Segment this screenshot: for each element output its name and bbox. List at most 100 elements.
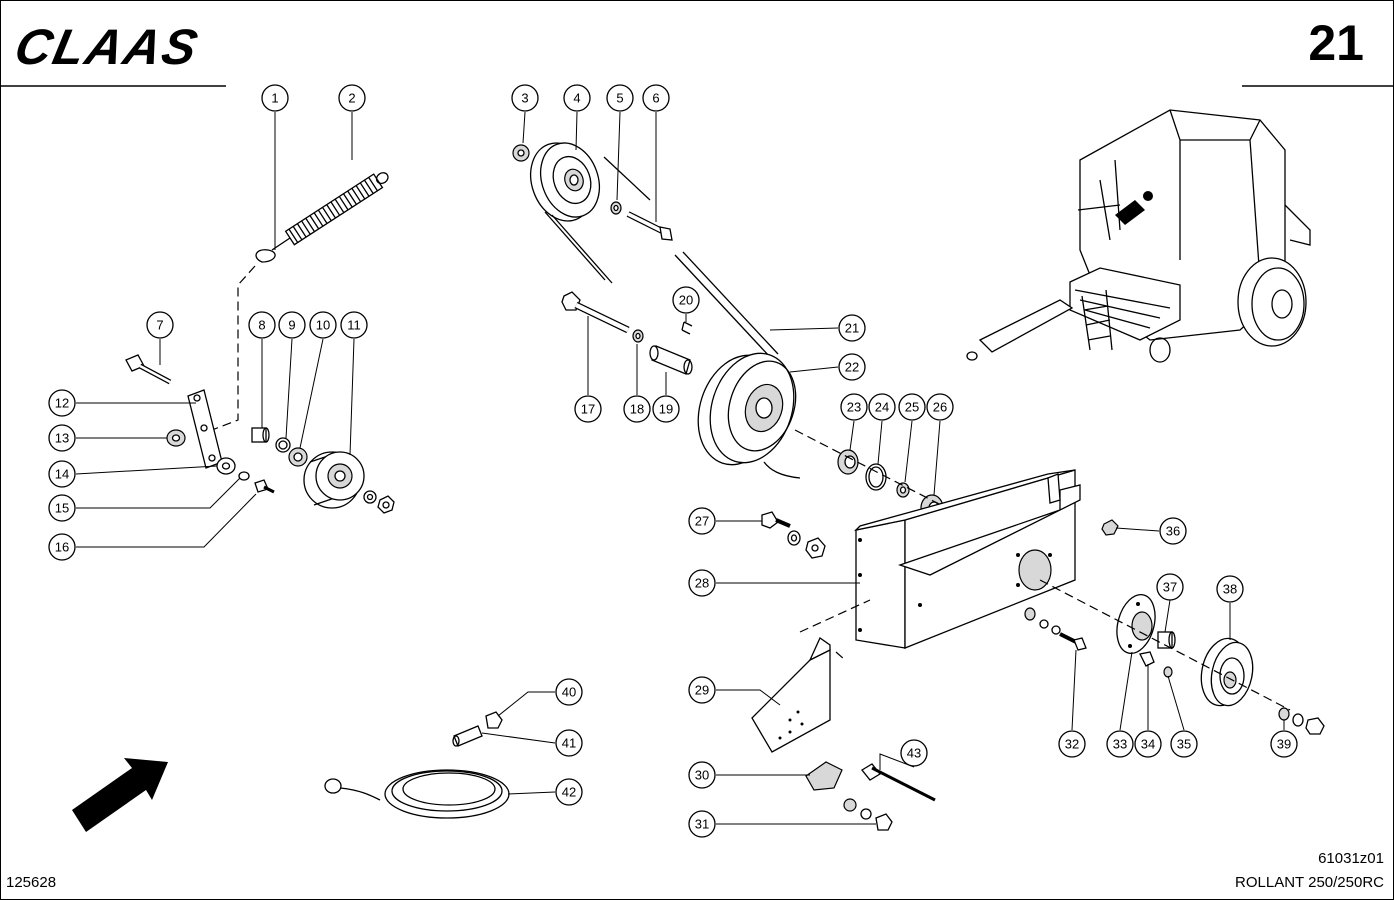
nut-washers-39 xyxy=(1278,707,1325,735)
idler-arm xyxy=(187,389,223,469)
callout-7: 7 xyxy=(146,311,174,339)
idler-bolt xyxy=(125,354,172,385)
flange-33 xyxy=(1116,594,1156,654)
callout-10: 10 xyxy=(309,311,337,339)
svg-text:41: 41 xyxy=(562,736,576,751)
nut-31 xyxy=(843,798,893,831)
bolt-17 xyxy=(561,291,630,334)
washer-nut-small xyxy=(363,490,395,514)
callout-15: 15 xyxy=(48,494,76,522)
svg-text:6: 6 xyxy=(652,91,659,106)
bolt-6 xyxy=(626,211,673,241)
callout-41: 41 xyxy=(555,729,583,757)
svg-text:21: 21 xyxy=(845,321,859,336)
pulley-38 xyxy=(1200,637,1254,707)
washer-15 xyxy=(238,471,250,481)
callout-16: 16 xyxy=(48,533,76,561)
svg-text:8: 8 xyxy=(258,318,265,333)
callout-6: 6 xyxy=(642,84,670,112)
right-axis-line xyxy=(1039,579,1291,711)
svg-text:39: 39 xyxy=(1277,737,1291,752)
svg-text:29: 29 xyxy=(695,683,709,698)
callout-30: 30 xyxy=(688,761,716,789)
guard-plate-29 xyxy=(751,637,831,753)
svg-text:13: 13 xyxy=(55,431,69,446)
svg-text:2: 2 xyxy=(348,91,355,106)
svg-text:4: 4 xyxy=(573,91,580,106)
shaft-19 xyxy=(649,345,693,375)
bearing-10 xyxy=(288,447,308,467)
callout-31: 31 xyxy=(688,810,716,838)
callout-2: 2 xyxy=(338,84,366,112)
callout-29: 29 xyxy=(688,676,716,704)
svg-text:38: 38 xyxy=(1223,582,1237,597)
direction-arrow-icon xyxy=(72,758,168,832)
v-belt-21 xyxy=(544,156,779,358)
callout-40: 40 xyxy=(555,678,583,706)
drawing-code: 61031z01 xyxy=(1318,850,1384,867)
svg-text:36: 36 xyxy=(1166,524,1180,539)
svg-text:27: 27 xyxy=(695,514,709,529)
claas-logo: CLAAS xyxy=(10,19,204,75)
svg-text:32: 32 xyxy=(1065,737,1079,752)
baler-overview xyxy=(966,109,1311,363)
callout-26: 26 xyxy=(926,393,954,421)
callout-18: 18 xyxy=(623,395,651,423)
svg-text:7: 7 xyxy=(156,318,163,333)
svg-text:40: 40 xyxy=(562,685,576,700)
pulley-4 xyxy=(530,142,600,222)
svg-text:25: 25 xyxy=(905,400,919,415)
callout-11: 11 xyxy=(340,311,368,339)
svg-text:30: 30 xyxy=(695,768,709,783)
key-20 xyxy=(681,321,693,335)
callout-9: 9 xyxy=(278,311,306,339)
washer-5 xyxy=(610,201,622,215)
svg-text:28: 28 xyxy=(695,576,709,591)
callout-37: 37 xyxy=(1156,573,1184,601)
bolt-16 xyxy=(254,479,275,494)
leader-lines xyxy=(75,111,1285,825)
cable-42 xyxy=(324,769,510,819)
callout-28: 28 xyxy=(688,569,716,597)
circlip-24 xyxy=(865,463,887,491)
svg-text:23: 23 xyxy=(847,400,861,415)
washer-35 xyxy=(1163,666,1173,678)
svg-text:43: 43 xyxy=(907,746,921,761)
callout-4: 4 xyxy=(563,84,591,112)
bolt-27 xyxy=(761,511,791,529)
svg-text:37: 37 xyxy=(1163,580,1177,595)
page-number: 21 xyxy=(1308,15,1364,71)
callout-19: 19 xyxy=(652,395,680,423)
nut-36 xyxy=(1101,519,1119,536)
svg-text:5: 5 xyxy=(616,91,623,106)
svg-text:31: 31 xyxy=(695,817,709,832)
bushing-8 xyxy=(251,427,270,443)
svg-text:10: 10 xyxy=(316,318,330,333)
callout-5: 5 xyxy=(606,84,634,112)
ring-25 xyxy=(896,482,910,498)
svg-text:24: 24 xyxy=(875,400,889,415)
callout-24: 24 xyxy=(868,393,896,421)
svg-text:9: 9 xyxy=(288,318,295,333)
callout-3: 3 xyxy=(511,84,539,112)
svg-text:35: 35 xyxy=(1177,737,1191,752)
callout-25: 25 xyxy=(898,393,926,421)
nut-27c xyxy=(805,537,826,559)
callout-42: 42 xyxy=(555,778,583,806)
callout-39: 39 xyxy=(1270,730,1298,758)
svg-text:42: 42 xyxy=(562,785,576,800)
bolt-34 xyxy=(1139,651,1155,667)
ring-9 xyxy=(275,437,291,453)
reference-number: 125628 xyxy=(6,874,57,891)
callout-36: 36 xyxy=(1159,517,1187,545)
spring-guide-line xyxy=(211,265,256,431)
callout-23: 23 xyxy=(840,393,868,421)
callout-20: 20 xyxy=(672,286,700,314)
callout-14: 14 xyxy=(48,460,76,488)
callout-17: 17 xyxy=(574,395,602,423)
sensor-43 xyxy=(861,763,936,802)
washer-3 xyxy=(512,144,530,162)
svg-text:22: 22 xyxy=(845,360,859,375)
callout-38: 38 xyxy=(1216,575,1244,603)
callout-13: 13 xyxy=(48,424,76,452)
